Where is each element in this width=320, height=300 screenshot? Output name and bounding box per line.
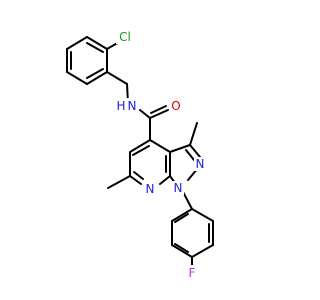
bond xyxy=(129,175,142,185)
structure-svg: Cl H N O N N N F xyxy=(66,29,214,280)
bond xyxy=(150,105,167,114)
bond xyxy=(86,68,104,79)
o-label: O xyxy=(171,99,180,113)
bond xyxy=(189,122,198,146)
bond xyxy=(159,175,171,185)
cl-label: Cl xyxy=(119,30,131,44)
bond xyxy=(171,208,193,222)
atom-amide-nh: H N xyxy=(116,98,138,113)
pyridine-n-label: N xyxy=(146,182,155,196)
bond xyxy=(191,244,214,258)
bond xyxy=(129,139,151,153)
bond xyxy=(149,139,171,153)
atom-pyrazole-n1: N xyxy=(172,181,184,195)
bond xyxy=(171,244,193,258)
bond xyxy=(174,243,189,253)
molecule-diagram: Cl H N O N N N F xyxy=(66,29,214,280)
atom-pyrazole-n2: N xyxy=(194,157,206,171)
bond xyxy=(86,36,108,50)
bond xyxy=(185,149,195,161)
bond xyxy=(133,171,144,180)
bond xyxy=(106,71,128,85)
bond xyxy=(169,144,191,153)
f-label: F xyxy=(189,266,196,280)
atom-pyridine-n: N xyxy=(144,182,156,196)
bond xyxy=(86,42,104,53)
pyrazole-n2-label: N xyxy=(196,157,205,171)
bond xyxy=(86,71,108,85)
bond xyxy=(189,144,201,158)
nh-h-label: H xyxy=(116,99,125,113)
bond xyxy=(149,109,169,119)
bond xyxy=(191,208,214,222)
bond xyxy=(107,175,131,189)
pyrazole-n1-label: N xyxy=(174,181,183,195)
atom-chlorine: Cl xyxy=(116,29,134,44)
bond xyxy=(132,145,150,156)
bond xyxy=(66,71,88,85)
bond xyxy=(139,109,151,119)
atom-fluorine: F xyxy=(187,265,198,280)
bond xyxy=(174,213,189,223)
bond xyxy=(66,36,88,50)
atom-carbonyl-oxygen: O xyxy=(170,98,182,113)
nh-n-label: N xyxy=(128,99,137,113)
